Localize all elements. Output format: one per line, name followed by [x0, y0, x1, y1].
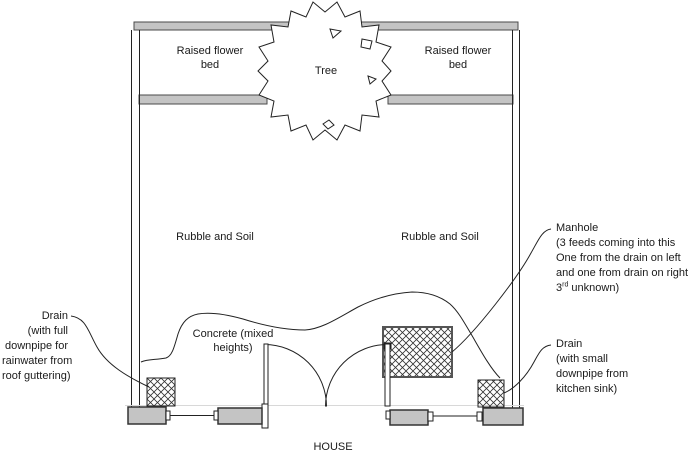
right-wall [512, 30, 520, 408]
flower-bed-left-label: Raised flower bed [176, 45, 244, 71]
manhole-annotation: Manhole (3 feeds coming into this One fr… [556, 222, 689, 294]
leader-drain-left [70, 315, 150, 388]
door-swing-arc-right [325, 344, 388, 407]
drain-right-hatch-icon [477, 379, 505, 408]
flower-bed-edge-right [387, 94, 514, 105]
house-wall-segments [127, 406, 524, 426]
drain-right-annotation: Drain (with small downpipe from kitchen … [556, 338, 629, 395]
concrete-boundary-line [140, 291, 501, 379]
drain-left-annotation: Drain (with full downpipe for rainwater … [2, 310, 73, 382]
manhole-annotation-ordinal-line: 3rd unknown) [556, 281, 620, 294]
manhole-hatch-icon [382, 326, 453, 378]
concrete-label: Concrete (mixed heights) [192, 328, 274, 354]
rubble-right-label: Rubble and Soil [401, 231, 479, 243]
window-sills [165, 410, 483, 422]
rubble-left-label: Rubble and Soil [176, 231, 254, 243]
drain-left-hatch-icon [146, 377, 176, 407]
flower-bed-right-label: Raised flower bed [424, 45, 492, 71]
door-jamb-left [261, 403, 269, 429]
flower-bed-edge-left [138, 94, 268, 105]
tree-canopy-icon [257, 1, 392, 141]
tree-debris-icons [322, 28, 377, 130]
tree-label: Tree [314, 65, 338, 77]
door-leaf-right [384, 343, 391, 407]
leader-manhole [451, 228, 552, 353]
left-wall [131, 30, 140, 407]
house-label: HOUSE [313, 441, 353, 453]
door-swing-arc-left [264, 344, 327, 407]
leader-drain-right [503, 344, 552, 394]
